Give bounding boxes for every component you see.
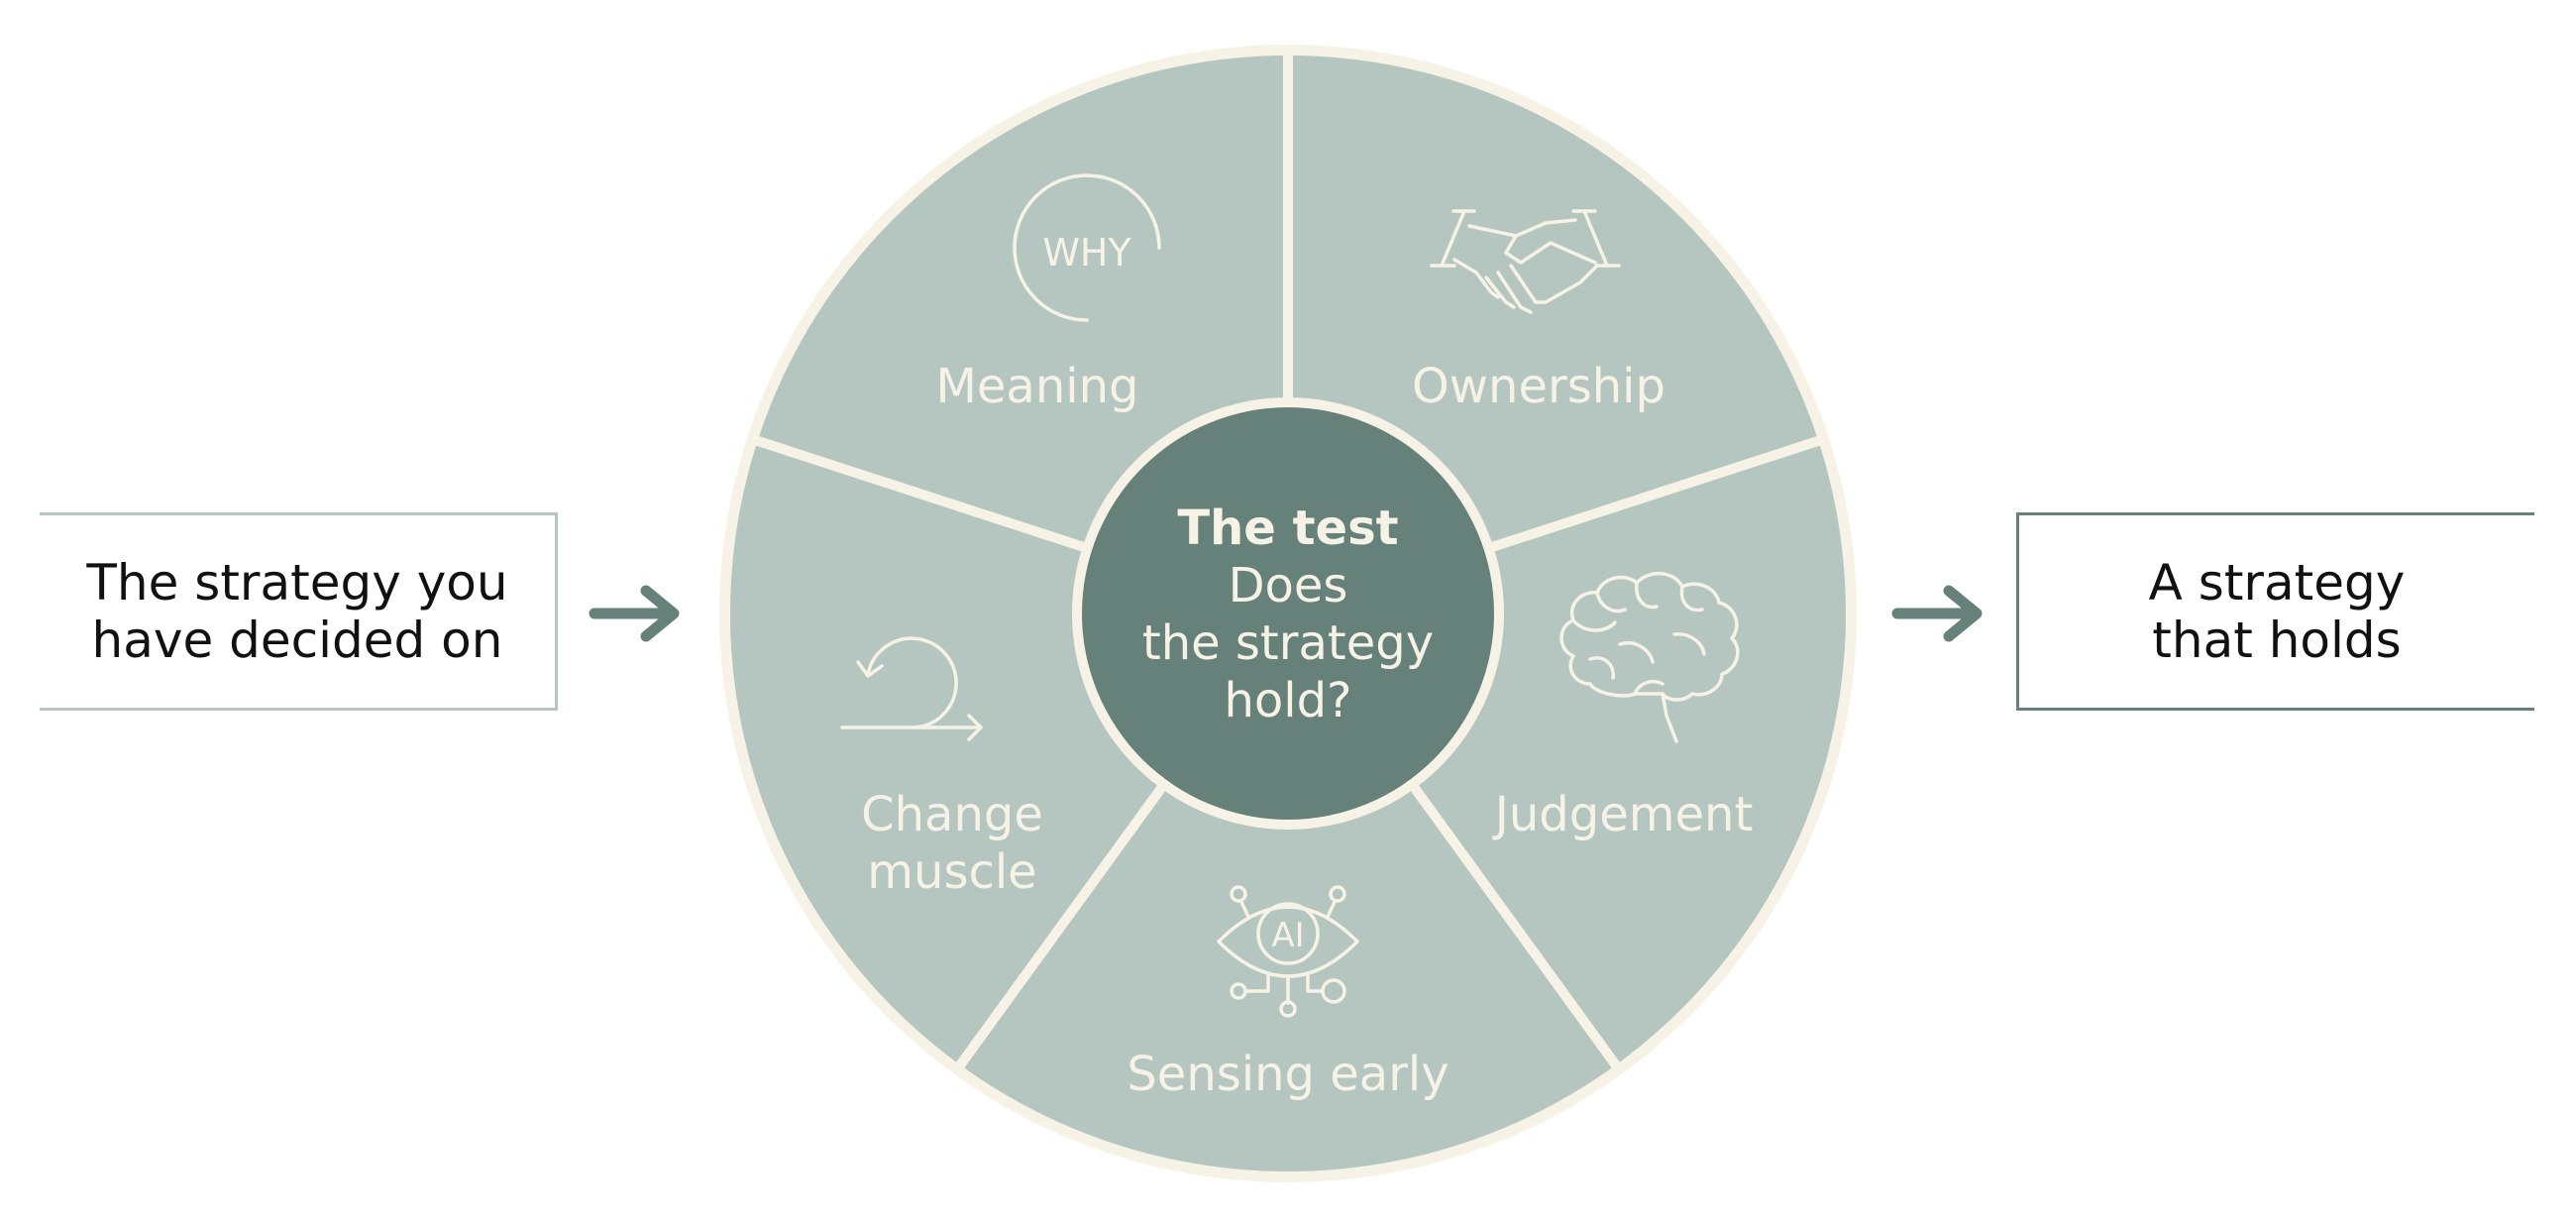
segment-judgement: Judgement [1492, 572, 1754, 842]
segment-change-muscle: Change muscle [840, 636, 1043, 900]
loop-arrow-icon [840, 636, 983, 741]
center-line-1: Does [1229, 558, 1348, 613]
segment-meaning: WHY Meaning [935, 173, 1161, 414]
why-icon-text: WHY [1042, 231, 1131, 275]
center-line-2: the strategy [1142, 615, 1434, 671]
segment-label-sensing-early: Sensing early [1127, 1047, 1449, 1102]
ai-eye-icon: AI [1217, 885, 1359, 1018]
arrow-left-icon [589, 585, 680, 642]
center-title: The test [1177, 501, 1398, 556]
why-circle-icon: WHY [1013, 173, 1161, 322]
segment-label-muscle: muscle [867, 844, 1036, 900]
arrow-right-icon [1891, 585, 1983, 642]
segment-ownership: Ownership [1412, 209, 1665, 414]
output-box-text: A strategy that holds [2148, 554, 2406, 669]
output-box: A strategy that holds [2016, 512, 2534, 711]
input-box: The strategy you have decided on [40, 512, 558, 711]
handshake-icon [1430, 209, 1621, 314]
segment-label-meaning: Meaning [935, 359, 1138, 414]
segment-sensing-early: AI Sensing early [1127, 885, 1449, 1102]
segment-label-judgement: Judgement [1492, 787, 1754, 842]
segment-label-change: Change [861, 787, 1043, 842]
brain-icon [1559, 572, 1740, 743]
center-line-3: hold? [1224, 673, 1351, 728]
ai-icon-text: AI [1271, 916, 1304, 955]
segment-label-ownership: Ownership [1412, 359, 1665, 414]
center-disc [1082, 407, 1494, 820]
input-box-text: The strategy you have decided on [86, 554, 508, 669]
